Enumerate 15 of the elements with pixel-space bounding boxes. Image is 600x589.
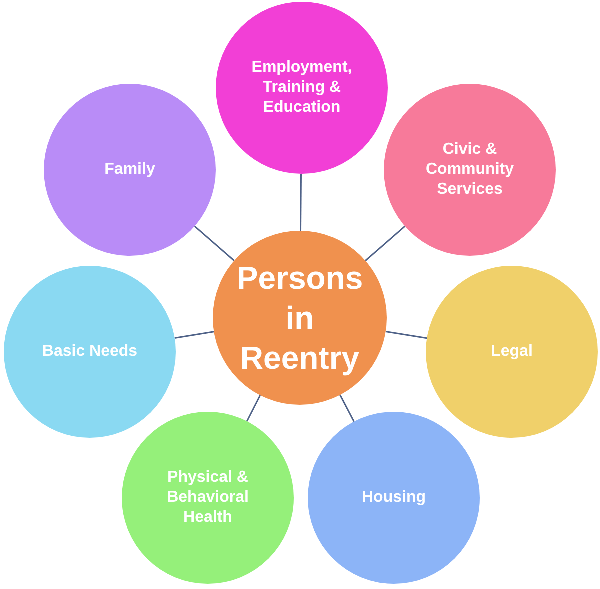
- topic-label: Persons in Reentry: [236, 259, 364, 378]
- topic-label: Civic & Community Services: [425, 140, 515, 200]
- connector-line: [246, 395, 262, 422]
- connector-line: [194, 226, 235, 262]
- topic-label: Legal: [490, 342, 534, 362]
- connector-line: [365, 226, 406, 262]
- topic-label: Employment, Training & Education: [250, 58, 354, 118]
- topic-label: Physical & Behavioral Health: [166, 468, 250, 528]
- connector-line: [340, 394, 355, 422]
- connector-line: [174, 331, 214, 339]
- connector-line: [386, 331, 428, 340]
- topic-label: Family: [104, 160, 156, 180]
- connector-line: [300, 174, 302, 232]
- topic-label: Basic Needs: [41, 342, 139, 362]
- topic-label: Housing: [361, 488, 427, 508]
